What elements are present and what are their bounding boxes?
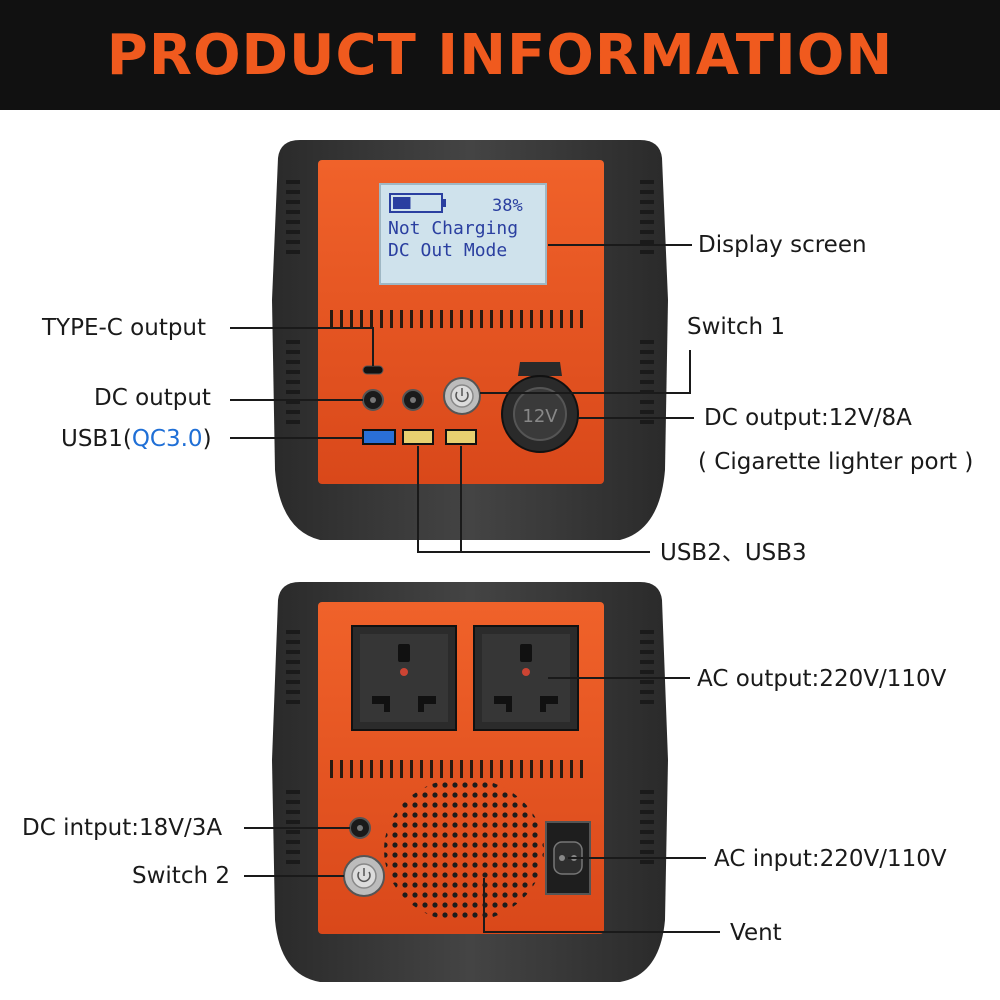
power-icon-2 bbox=[357, 871, 371, 882]
ac-input-pin-1 bbox=[559, 855, 565, 861]
back-right-grill bbox=[640, 630, 654, 864]
lcd-line-1: Not Charging bbox=[388, 218, 518, 239]
usb2-port bbox=[402, 429, 434, 445]
label-ac-input: AC input:220V/110V bbox=[714, 846, 947, 872]
front-unit: 38% Not Charging DC Out Mode 12V bbox=[272, 140, 668, 540]
ac-outlet-left bbox=[351, 625, 457, 731]
label-ac-output: AC output:220V/110V bbox=[697, 666, 947, 692]
battery-fill bbox=[393, 197, 411, 209]
label-vent: Vent bbox=[730, 920, 782, 946]
leader-lines bbox=[230, 244, 720, 933]
power-icon bbox=[455, 391, 469, 402]
label-switch-1: Switch 1 bbox=[687, 314, 785, 340]
label-usb2-usb3: USB2、USB3 bbox=[660, 540, 807, 566]
back-left-grill bbox=[286, 630, 300, 864]
label-usb1-qc: QC3.0 bbox=[131, 426, 203, 452]
back-unit bbox=[272, 582, 668, 982]
dc-input-jack-inner bbox=[357, 825, 363, 831]
label-cigarette-lighter: ( Cigarette lighter port ) bbox=[698, 449, 974, 475]
label-dc-input: DC intput:18V/3A bbox=[22, 815, 223, 841]
cigarette-port-inner bbox=[513, 387, 567, 441]
leader-usb2 bbox=[417, 446, 650, 553]
lcd-line-2: DC Out Mode bbox=[388, 240, 507, 261]
label-switch-2: Switch 2 bbox=[132, 863, 230, 889]
leader-type-c bbox=[230, 327, 374, 366]
cigarette-port-text: 12V bbox=[522, 406, 558, 427]
cigarette-port-cap bbox=[518, 362, 562, 376]
leader-vent bbox=[483, 878, 720, 933]
label-dc-output: DC output bbox=[94, 385, 211, 411]
header-banner: PRODUCT INFORMATION bbox=[0, 0, 1000, 110]
vent-grille bbox=[384, 778, 544, 922]
label-usb1-suffix: ) bbox=[202, 426, 212, 452]
battery-percent: 38% bbox=[492, 196, 523, 216]
usb1-port bbox=[362, 429, 396, 445]
front-slot-vents bbox=[330, 310, 583, 328]
front-left-grill bbox=[286, 180, 300, 424]
usb3-port bbox=[445, 429, 477, 445]
dc-output-jack-2-inner bbox=[410, 397, 416, 403]
label-usb1: USB1(QC3.0) bbox=[61, 425, 212, 453]
label-type-c-output: TYPE-C output bbox=[42, 315, 207, 341]
label-dc-output-12v: DC output:12V/8A bbox=[704, 405, 912, 431]
page-title: PRODUCT INFORMATION bbox=[106, 22, 894, 88]
back-slot-vents bbox=[330, 760, 583, 778]
battery-icon bbox=[389, 193, 446, 213]
label-usb1-prefix: USB1( bbox=[61, 426, 132, 452]
leader-switch-1 bbox=[480, 350, 691, 394]
type-c-port bbox=[362, 365, 384, 375]
label-display-screen: Display screen bbox=[698, 232, 867, 258]
dc-output-jack-inner bbox=[370, 397, 376, 403]
